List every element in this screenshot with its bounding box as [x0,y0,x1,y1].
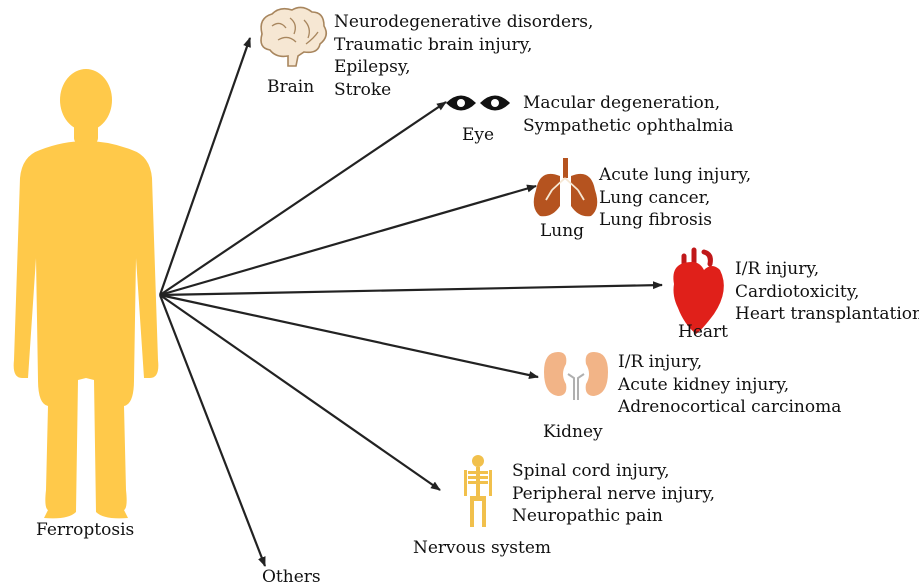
condition-item: Lung fibrosis [599,209,751,232]
condition-item: I/R injury, [735,258,919,281]
condition-item: Neuropathic pain [512,505,715,528]
condition-item: Adrenocortical carcinoma [618,396,841,419]
arrow-to-kidney [160,295,538,377]
arrow-to-others [160,295,265,566]
arrow-to-heart [160,285,662,295]
condition-item: Acute kidney injury, [618,374,841,397]
arrow-to-lung [160,186,536,295]
condition-item: Cardiotoxicity, [735,281,919,304]
condition-item: Epilepsy, [334,56,593,79]
condition-item: Sympathetic ophthalmia [523,115,734,138]
organ-label-others: Others [262,566,321,588]
arrow-to-brain [160,38,250,295]
kidneys-icon [544,352,608,400]
lungs-icon [534,158,598,216]
organ-label-heart: Heart [678,321,728,343]
organ-label-nervous-system: Nervous system [413,537,551,559]
condition-item: Macular degeneration, [523,92,734,115]
conditions-kidney: I/R injury, Acute kidney injury, Adrenoc… [618,351,841,419]
organ-label-lung: Lung [540,220,584,242]
organ-label-eye: Eye [462,124,494,146]
condition-item: Traumatic brain injury, [334,34,593,57]
arrow-to-eye [160,102,446,295]
condition-item: Acute lung injury, [599,164,751,187]
condition-item: Heart transplantation [735,303,919,326]
organ-label-kidney: Kidney [543,421,603,443]
conditions-lung: Acute lung injury, Lung cancer, Lung fib… [599,164,751,232]
condition-item: I/R injury, [618,351,841,374]
human-body-icon [14,69,159,518]
condition-item: Lung cancer, [599,187,751,210]
conditions-heart: I/R injury, Cardiotoxicity, Heart transp… [735,258,919,326]
conditions-eye: Macular degeneration, Sympathetic ophtha… [523,92,734,137]
conditions-brain: Neurodegenerative disorders, Traumatic b… [334,11,593,101]
condition-item: Spinal cord injury, [512,460,715,483]
skeleton-icon [464,455,492,527]
condition-item: Peripheral nerve injury, [512,483,715,506]
condition-item: Neurodegenerative disorders, [334,11,593,34]
organ-label-brain: Brain [267,76,314,98]
ferroptosis-label: Ferroptosis [36,519,134,541]
brain-icon [261,7,326,66]
conditions-nervous-system: Spinal cord injury, Peripheral nerve inj… [512,460,715,528]
